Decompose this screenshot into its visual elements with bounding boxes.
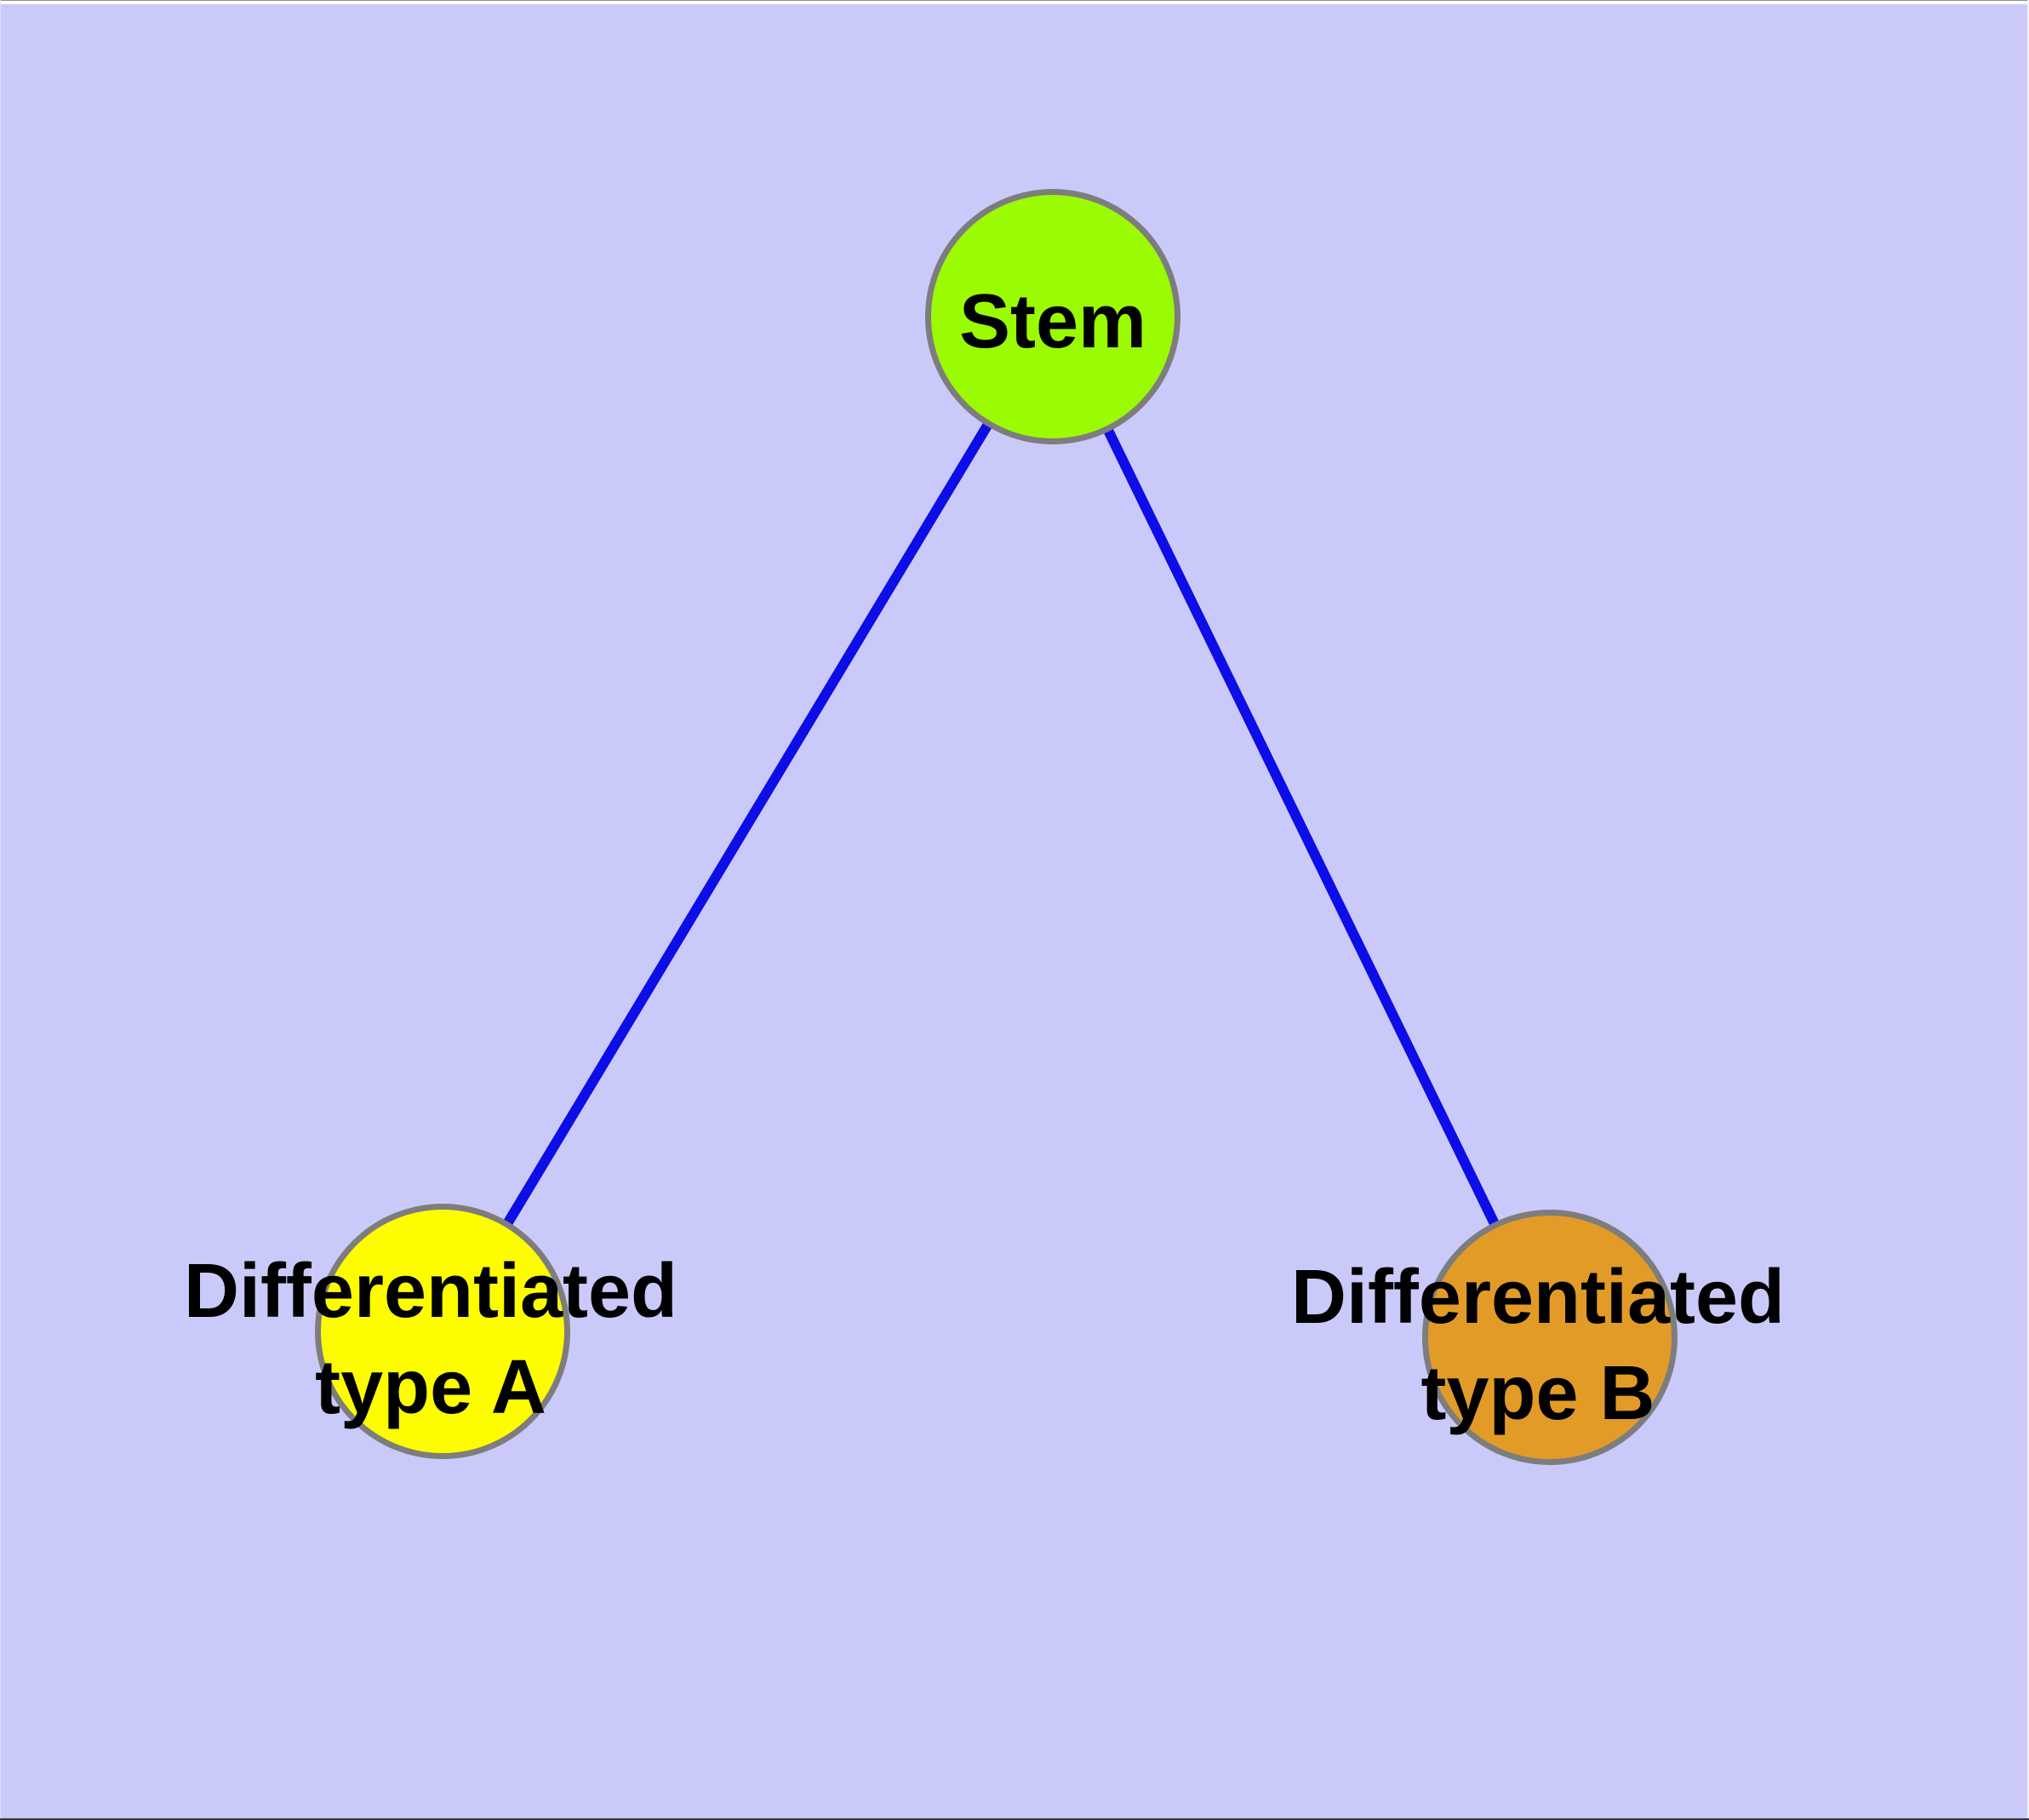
node-typeA-label-line1: Differentiated bbox=[184, 1249, 677, 1334]
node-typeB-label-line2: type B bbox=[1420, 1351, 1655, 1436]
node-typeA-label-line2: type A bbox=[315, 1345, 546, 1430]
node-typeB-circle bbox=[1422, 1210, 1677, 1465]
window-left-edge bbox=[0, 0, 1, 1820]
node-stem-circle bbox=[925, 189, 1180, 444]
node-stem-label: Stem bbox=[959, 279, 1146, 364]
window-bottom-edge bbox=[0, 1818, 2029, 1820]
window-top-edge bbox=[0, 0, 2029, 4]
node-typeB-label-line1: Differentiated bbox=[1291, 1255, 1785, 1340]
window-right-edge bbox=[2027, 0, 2029, 1820]
edge-stem-to-typeA bbox=[437, 313, 1058, 1335]
edge-stem-to-typeB bbox=[1048, 314, 1555, 1340]
node-typeA-circle bbox=[315, 1204, 570, 1459]
